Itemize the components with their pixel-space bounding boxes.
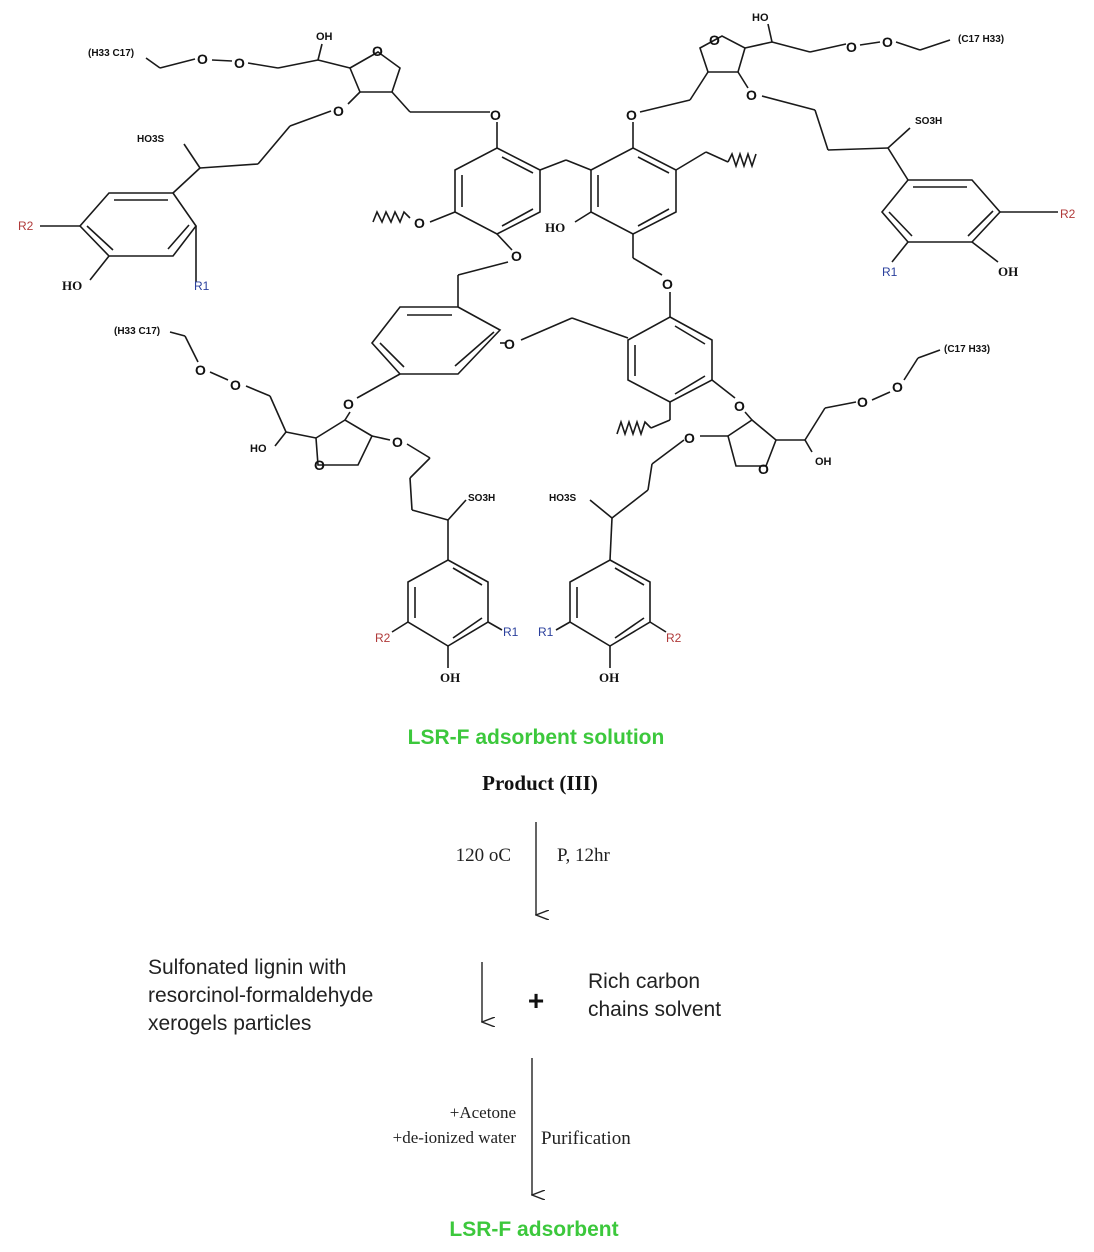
hydroxyl-label: HO	[752, 12, 769, 24]
reactant-b: Rich carbon chains solvent	[588, 970, 721, 1021]
sulfonic-acid-label: SO3H	[915, 116, 942, 127]
product-id: Product (III)	[482, 771, 598, 795]
lignin-structure: O O O O HO O	[18, 12, 1076, 685]
branch-bottom-left: O HO O O (H33 C17) O SO3H	[114, 326, 519, 685]
reactant-b-line-2: chains solvent	[588, 998, 721, 1021]
sulfonic-acid-label: HO3S	[549, 493, 577, 504]
oxygen-label: O	[197, 51, 208, 67]
oxygen-label: O	[511, 248, 522, 264]
temperature-condition: 120 oC	[456, 845, 511, 866]
oxygen-label: O	[333, 103, 344, 119]
oxygen-label: O	[734, 398, 745, 414]
pressure-time-condition: P, 12hr	[557, 845, 610, 866]
reactant-b-line-1: Rich carbon	[588, 970, 700, 993]
oxygen-label: O	[314, 457, 325, 473]
oxygen-label: O	[504, 336, 515, 352]
core-ring-top-left: O O O	[372, 107, 541, 264]
water-condition: +de-ionized water	[393, 1128, 517, 1147]
reaction-steps: LSR-F adsorbent solution Product (III) 1…	[148, 726, 721, 1241]
alkyl-chain-label: (C17 H33)	[944, 344, 990, 355]
r2-label: R2	[1060, 207, 1076, 221]
oxygen-label: O	[392, 434, 403, 450]
reactant-a-line-2: resorcinol-formaldehyde	[148, 984, 373, 1007]
sulfonic-acid-label: HO3S	[137, 134, 165, 145]
oxygen-label: O	[372, 43, 383, 59]
oxygen-label: O	[626, 107, 637, 123]
oxygen-label: O	[758, 461, 769, 477]
branch-top-right: O HO O O (C17 H33) O SO3H	[639, 12, 1076, 279]
r1-label: R1	[503, 625, 519, 639]
oxygen-label: O	[490, 107, 501, 123]
r1-label: R1	[194, 279, 210, 293]
oxygen-label: O	[195, 362, 206, 378]
core-ring-top-right: O HO O	[539, 107, 757, 292]
hydroxyl-label: OH	[815, 456, 832, 468]
acetone-condition: +Acetone	[450, 1103, 516, 1122]
hydroxyl-label: HO	[250, 443, 267, 455]
alkyl-chain-label: (H33 C17)	[114, 326, 160, 337]
product-name: LSR-F adsorbent solution	[408, 726, 665, 749]
reactant-a: Sulfonated lignin with resorcinol-formal…	[148, 956, 373, 1035]
hydroxyl-label: OH	[316, 31, 333, 43]
oxygen-label: O	[414, 215, 425, 231]
oxygen-label: O	[234, 55, 245, 71]
oxygen-label: O	[846, 39, 857, 55]
alkyl-chain-label: (C17 H33)	[958, 34, 1004, 45]
hydroxyl-label: OH	[599, 670, 619, 685]
oxygen-label: O	[662, 276, 673, 292]
core-ring-bottom-left: O O	[343, 261, 629, 412]
oxygen-label: O	[892, 379, 903, 395]
hydroxyl-label: HO	[62, 278, 82, 293]
oxygen-label: O	[882, 34, 893, 50]
reactant-a-line-3: xerogels particles	[148, 1012, 311, 1035]
r2-label: R2	[18, 219, 34, 233]
purification-condition: Purification	[541, 1128, 631, 1149]
oxygen-label: O	[230, 377, 241, 393]
hydroxyl-label: OH	[440, 670, 460, 685]
branch-top-left: O OH O O (H33 C17) O HO3S	[18, 31, 490, 293]
oxygen-label: O	[857, 394, 868, 410]
sulfonic-acid-label: SO3H	[468, 493, 495, 504]
branch-bottom-right: O OH O O (C17 H33) O HO3S	[538, 344, 990, 685]
oxygen-label: O	[709, 32, 720, 48]
oxygen-label: O	[746, 87, 757, 103]
oxygen-label: O	[684, 430, 695, 446]
r1-label: R1	[882, 265, 898, 279]
r2-label: R2	[375, 631, 391, 645]
plus-sign: +	[528, 985, 544, 1016]
r2-label: R2	[666, 631, 682, 645]
alkyl-chain-label: (H33 C17)	[88, 48, 134, 59]
hydroxyl-label: OH	[998, 264, 1018, 279]
final-product: LSR-F adsorbent	[449, 1218, 618, 1241]
core-ring-bottom-right: O	[616, 292, 745, 437]
hydroxyl-label: HO	[545, 220, 565, 235]
reactant-a-line-1: Sulfonated lignin with	[148, 956, 346, 979]
oxygen-label: O	[343, 396, 354, 412]
r1-label: R1	[538, 625, 554, 639]
